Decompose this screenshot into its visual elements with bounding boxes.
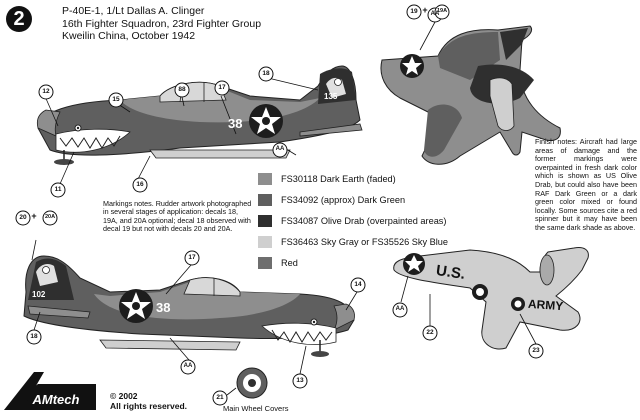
side-profile-bottom <box>23 255 355 357</box>
legend-item: FS36463 Sky Gray or FS35526 Sky Blue <box>258 235 448 249</box>
legend-item: FS30118 Dark Earth (faded) <box>258 172 396 186</box>
callout-17-bottom: 17 <box>188 254 196 261</box>
callout-88: 88 <box>178 86 186 93</box>
callout-aa-top-plan: AA <box>430 11 440 17</box>
callout-20: 20 <box>19 214 27 221</box>
wheel-covers-label: Main Wheel Covers <box>223 404 289 413</box>
callout-aa-top-side: AA <box>275 146 285 152</box>
legend-swatch <box>258 257 272 269</box>
callout-12: 12 <box>42 88 50 95</box>
finish-notes: Finish notes: Aircraft had large areas o… <box>535 137 637 232</box>
title-line-location: Kweilin China, October 1942 <box>62 30 196 42</box>
side-number-bottom: 38 <box>156 300 171 315</box>
rights-reserved: All rights reserved. <box>110 401 188 411</box>
legend-item: FS34092 (approx) Dark Green <box>258 193 405 207</box>
callout-18-bottom: 18 <box>30 333 38 340</box>
callout-17-top: 17 <box>218 84 226 91</box>
side-profile-top <box>36 65 363 165</box>
legend-swatch <box>258 173 272 185</box>
legend-item: Red <box>258 256 298 270</box>
copyright-year: © 2002 <box>110 391 138 401</box>
side-number-top: 38 <box>228 116 243 131</box>
callout-15: 15 <box>112 96 120 103</box>
tail-number-top: 135 <box>324 92 338 101</box>
logo-text: AMtech <box>32 392 80 407</box>
profile-number-badge: 2 <box>6 6 32 32</box>
plan-view-bottom <box>393 247 589 350</box>
tail-number-bottom: 102 <box>32 290 46 299</box>
title-line-aircraft: P-40E-1, 1/Lt Dallas A. Clinger <box>62 5 205 17</box>
callout-13: 13 <box>296 377 304 384</box>
callout-16: 16 <box>136 181 144 188</box>
amtech-logo-icon: AMtech <box>4 372 96 410</box>
main-wheel-cover <box>236 367 268 399</box>
callout-circles <box>15 4 544 406</box>
legend-label: FS30118 Dark Earth (faded) <box>281 174 396 184</box>
legend-label: FS34092 (approx) Dark Green <box>281 195 406 205</box>
legend-label: FS34087 Olive Drab (overpainted areas) <box>281 216 447 226</box>
legend-swatch <box>258 194 272 206</box>
callout-23: 23 <box>532 347 540 354</box>
callout-leaders <box>31 21 537 396</box>
legend-swatch <box>258 215 272 227</box>
legend-item: FS34087 Olive Drab (overpainted areas) <box>258 214 446 228</box>
plan-view-top <box>380 25 561 165</box>
title-line-unit: 16th Fighter Squadron, 23rd Fighter Grou… <box>62 17 262 30</box>
callout-19a: 19A <box>436 8 448 14</box>
legend-label: Red <box>281 258 298 268</box>
callout-19: 19 <box>410 8 418 15</box>
profile-title: P-40E-1, 1/Lt Dallas A. Clinger 16th Fig… <box>62 5 261 43</box>
legend-swatch <box>258 236 272 248</box>
plus-sign-20: + <box>31 211 37 221</box>
callout-20a: 20A <box>44 214 56 220</box>
callout-aa-bottom-side: AA <box>183 363 193 369</box>
marking-notes: Markings notes. Rudder artwork photograp… <box>103 199 252 234</box>
callout-21: 21 <box>216 394 224 401</box>
legend-label: FS36463 Sky Gray or FS35526 Sky Blue <box>281 237 448 247</box>
copyright-block: © 2002 All rights reserved. <box>110 391 187 411</box>
callout-14: 14 <box>354 281 362 288</box>
callout-18-top: 18 <box>262 70 270 77</box>
callout-22: 22 <box>426 329 434 336</box>
callout-11: 11 <box>54 186 62 193</box>
wing-army-marking: ARMY <box>527 296 564 314</box>
plus-sign-19: + <box>422 5 428 15</box>
callout-aa-bottom-plan: AA <box>395 306 405 312</box>
